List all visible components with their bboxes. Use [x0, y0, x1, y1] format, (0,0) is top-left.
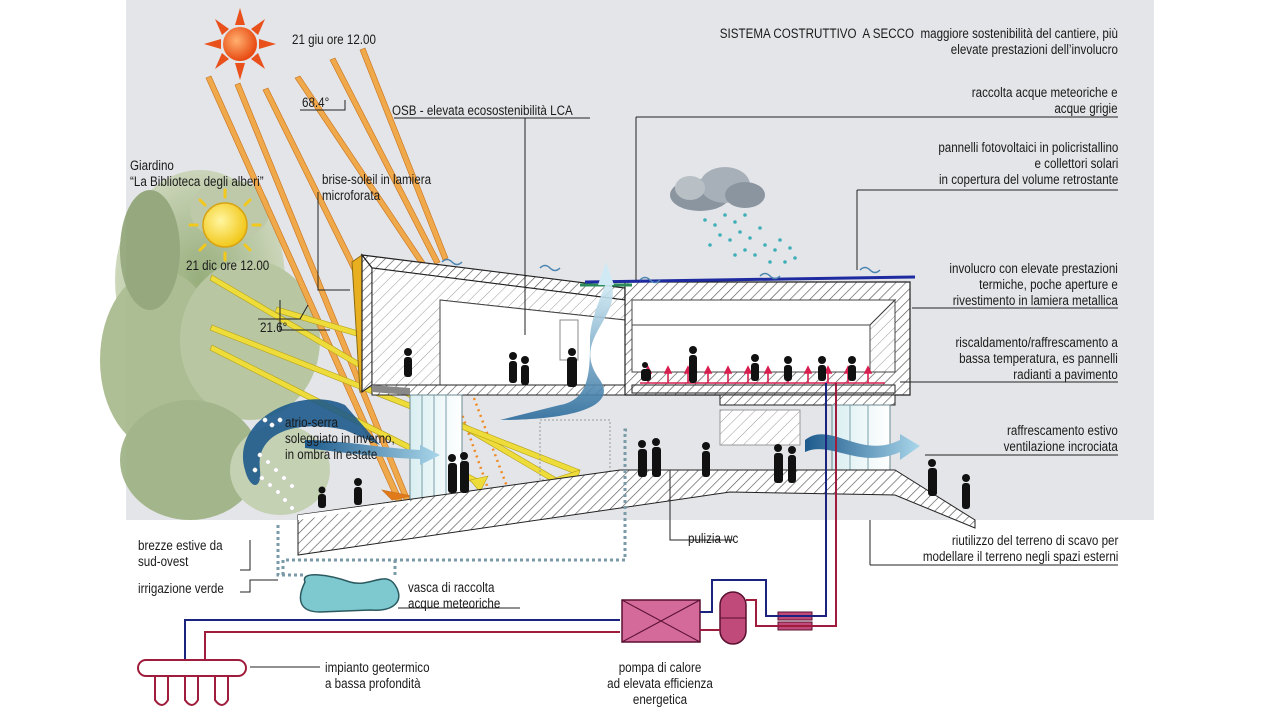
label-pulizia-wc: pulizia wc: [688, 531, 739, 546]
label-winter-angle: 21.6°: [260, 320, 288, 335]
rainwater-tank: [299, 574, 400, 613]
label-sistema-costruttivo: SISTEMA COSTRUTTIVO A SECCO maggiore sos…: [719, 26, 1118, 57]
label-riscaldamento: riscaldamento/raffrescamento a bassa tem…: [955, 335, 1118, 382]
label-summer-sun: 21 giu ore 12.00: [292, 32, 376, 47]
label-raccolta-acque: raccolta acque meteoriche e acque grigie: [972, 85, 1118, 116]
label-atrio-serra: atrio-serra soleggiato in inverno, in om…: [285, 415, 395, 462]
label-brezze: brezze estive da sud-ovest: [138, 538, 223, 569]
label-giardino: Giardino “La Biblioteca degli alberi”: [130, 158, 264, 189]
label-riutilizzo-terreno: riutilizzo del terreno di scavo per mode…: [922, 533, 1118, 564]
rain-cloud-icon: [670, 167, 797, 264]
label-raffrescamento: raffrescamento estivo ventilazione incro…: [1003, 423, 1118, 454]
heat-pump-unit: [621, 383, 837, 645]
annotation-leaders: [240, 100, 1118, 668]
label-pompa-di-calore: pompa di calore ad elevata efficienza en…: [607, 660, 713, 707]
label-osb: OSB - elevata ecosostenibilità LCA: [392, 103, 573, 118]
osb-volume: [360, 253, 626, 396]
label-pannelli-fotovoltaici: pannelli fotovoltaici in policristallino…: [937, 140, 1118, 187]
label-involucro: involucro con elevate prestazioni termic…: [949, 261, 1118, 308]
people-silhouettes: [318, 346, 970, 509]
summer-breeze-dots: [252, 417, 295, 511]
ground-terrain: [297, 469, 976, 556]
label-irrigazione: irrigazione verde: [138, 581, 224, 596]
water-pipes: [276, 428, 628, 577]
summer-sun-icon: [204, 8, 276, 80]
label-brise-soleil: brise-soleil in lamiera microforata: [322, 172, 432, 203]
airflow-arrows: [242, 262, 920, 485]
geothermal-system: [137, 619, 620, 706]
label-geotermico: impianto geotermico a bassa profondità: [325, 660, 430, 691]
label-summer-angle: 68.4°: [302, 95, 330, 110]
label-winter-sun: 21 dic ore 12.00: [186, 258, 270, 273]
pv-roof-line: [584, 275, 916, 284]
label-vasca: vasca di raccolta acque meteoriche: [408, 580, 501, 611]
winter-sun-icon: [188, 188, 262, 262]
wind-squiggles: [441, 258, 881, 284]
